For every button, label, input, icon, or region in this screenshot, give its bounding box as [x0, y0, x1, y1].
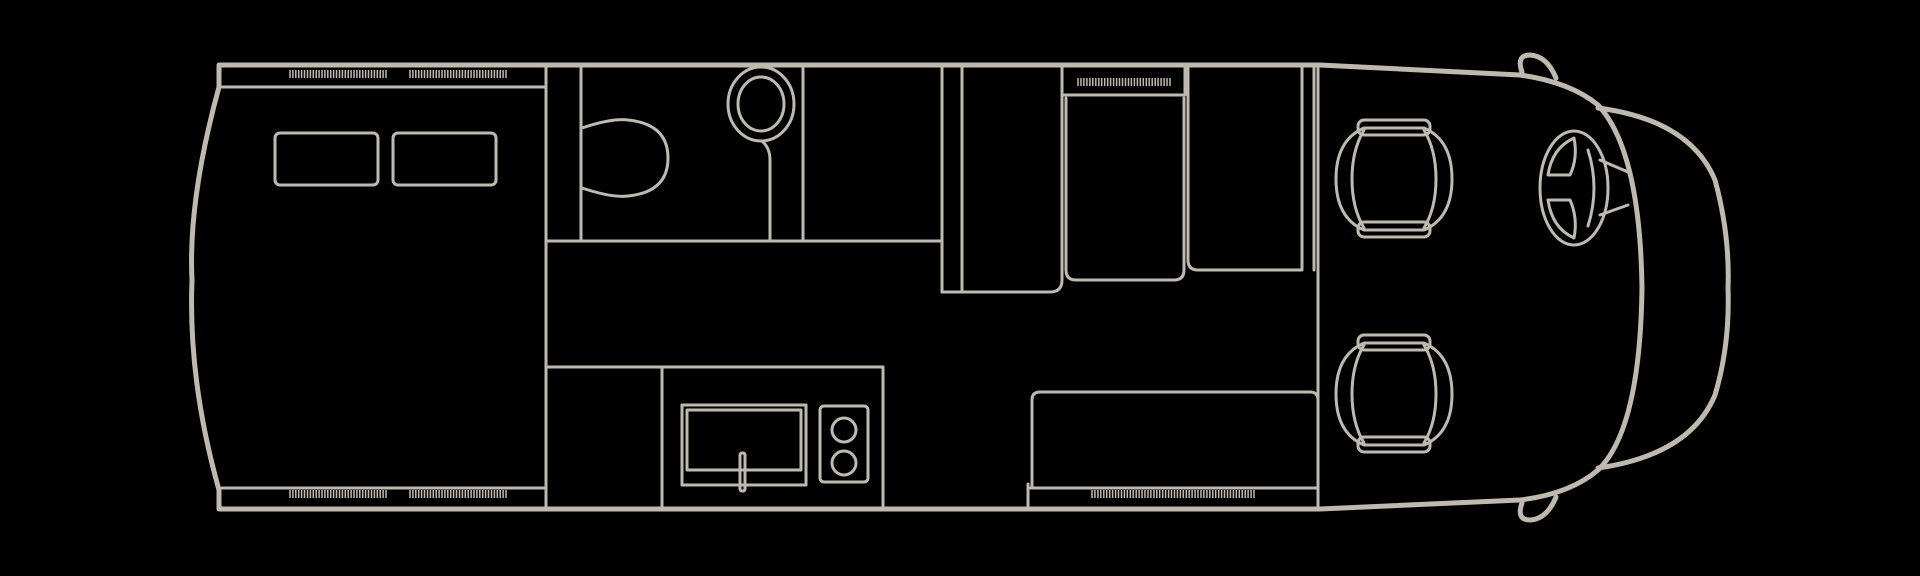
vent-rear-bottom-right	[409, 490, 507, 498]
driver-seat-front	[1356, 220, 1432, 239]
driver-seat-backrest	[1356, 118, 1432, 137]
seat-right-edge	[1048, 63, 1064, 294]
driver-seat	[1334, 118, 1454, 239]
driver-seat-outer	[1334, 126, 1454, 232]
cabinet-seat	[1064, 96, 1186, 282]
top-wall	[216, 62, 1601, 108]
vehicle-shell	[189, 52, 1731, 523]
cooktop	[818, 404, 870, 484]
cabinet-frame	[1060, 63, 1187, 97]
vent-cabinet-top	[1077, 78, 1171, 86]
side-cupboard	[1186, 63, 1320, 511]
side-bench	[1026, 390, 1320, 508]
cupboard-outline	[1186, 63, 1304, 272]
passenger-seat-cushion	[1350, 343, 1438, 445]
washbasin-inner	[736, 75, 786, 133]
kitchen	[544, 365, 885, 511]
steering-wheel-spoke-top	[1546, 136, 1577, 177]
passenger-seat	[1334, 333, 1454, 454]
rear-wall	[189, 64, 222, 511]
rear-bed-area	[220, 63, 548, 511]
bottom-wall	[216, 467, 1601, 512]
driver-seat-cushion	[1350, 128, 1438, 230]
burner-top	[830, 416, 858, 444]
mirror-right	[1517, 494, 1559, 523]
steering-wheel	[1538, 129, 1630, 247]
vent-grilles	[289, 70, 1255, 498]
burner-bottom	[830, 449, 858, 477]
bathroom	[544, 63, 944, 243]
cab-side-top	[1595, 102, 1645, 291]
pillow-right	[391, 131, 498, 187]
passenger-seat-backrest	[1356, 333, 1432, 352]
passenger-seat-front	[1356, 435, 1432, 454]
vent-bench-bottom	[1091, 490, 1255, 498]
mirror-left	[1517, 52, 1559, 81]
passenger-seat-outer	[1334, 341, 1454, 447]
toilet	[580, 118, 670, 198]
steering-wheel-hub	[1586, 148, 1596, 228]
sink-tap	[738, 451, 747, 493]
steering-wheel-rim	[1538, 129, 1610, 247]
cab-side-bottom	[1595, 285, 1645, 473]
vent-rear-top-right	[409, 70, 507, 78]
overhead-cabinet	[1060, 63, 1187, 282]
dinette-seat	[940, 63, 1064, 294]
steering-wheel-spoke-bottom	[1546, 198, 1577, 240]
vent-rear-bottom-left	[289, 490, 387, 498]
steering-column	[1598, 158, 1630, 217]
basin-pipe	[760, 139, 772, 243]
windshield	[1595, 105, 1731, 471]
vent-rear-top-left	[289, 70, 387, 78]
bench-seat	[1030, 390, 1320, 490]
pillow-left	[273, 131, 380, 187]
